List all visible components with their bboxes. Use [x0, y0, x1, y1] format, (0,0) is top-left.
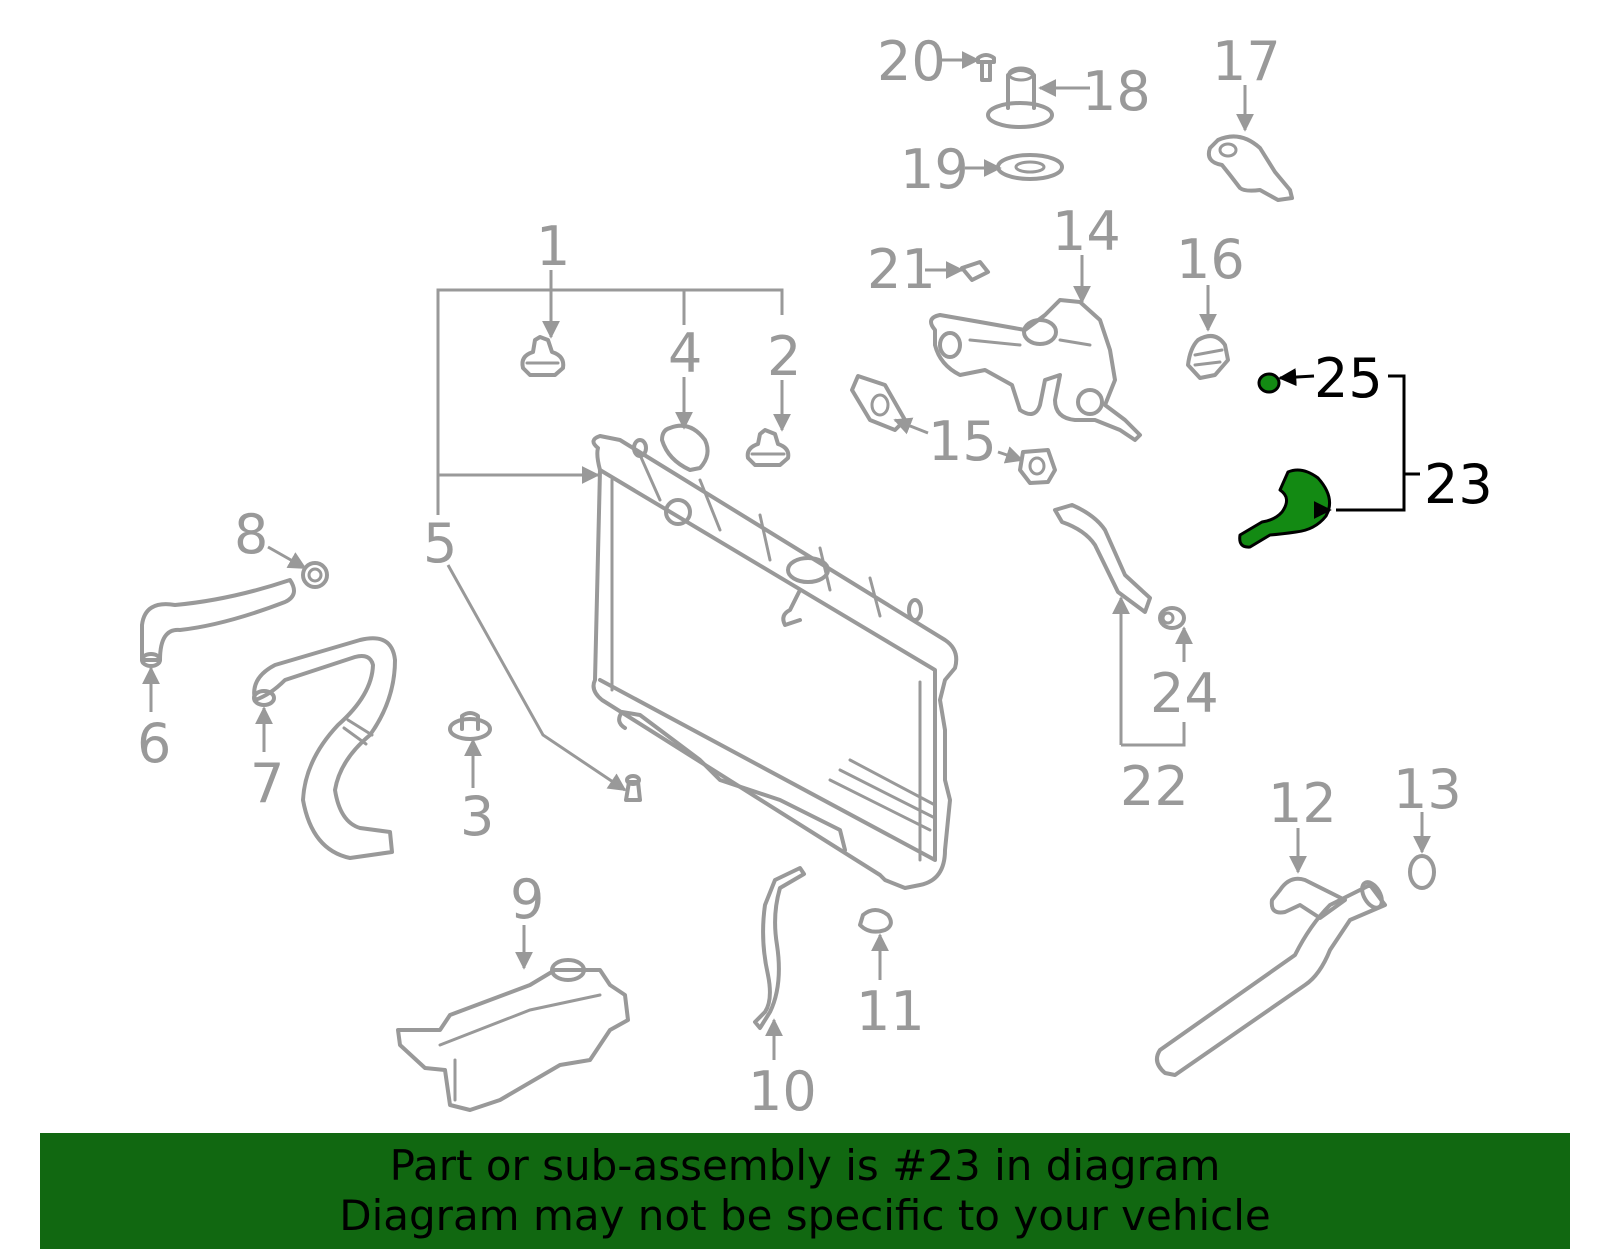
callout-18: 18 [1082, 60, 1151, 123]
thermostat-housing[interactable] [929, 298, 1142, 442]
radiator-pin[interactable] [624, 774, 642, 802]
highlighted-clamp-25[interactable] [1257, 372, 1281, 394]
radiator[interactable] [591, 434, 959, 890]
callout-11: 11 [856, 980, 925, 1043]
callout-17: 17 [1212, 30, 1281, 93]
grommet[interactable] [448, 711, 492, 741]
banner-line-part: Part or sub-assembly is #23 in diagram [389, 1141, 1221, 1190]
callout-labels: 1 2 3 4 5 6 7 8 9 10 11 12 13 14 15 16 1… [137, 30, 1493, 1123]
callout-23[interactable]: 23 [1424, 453, 1493, 516]
lower-hose-6[interactable] [140, 578, 296, 662]
bypass-pipe-22[interactable] [1053, 503, 1152, 614]
upper-mount[interactable] [520, 335, 566, 377]
o-ring-13[interactable] [1408, 854, 1436, 890]
callout-21: 21 [867, 238, 936, 301]
callout-1: 1 [536, 215, 570, 278]
bolt-20[interactable] [976, 53, 996, 82]
callout-8: 8 [234, 503, 268, 566]
callout-3: 3 [460, 785, 494, 848]
upper-mount-2[interactable] [745, 428, 791, 467]
callout-25[interactable]: 25 [1314, 347, 1383, 410]
thermostat[interactable] [1186, 334, 1230, 380]
overflow-hose-10[interactable] [753, 866, 806, 1030]
highlighted-hose-23[interactable] [1238, 468, 1332, 549]
callout-16: 16 [1176, 228, 1245, 291]
callout-10: 10 [748, 1060, 817, 1123]
callout-20: 20 [877, 30, 946, 93]
callout-12: 12 [1268, 772, 1337, 835]
callout-5: 5 [423, 512, 457, 575]
callout-15: 15 [928, 410, 997, 473]
callout-22: 22 [1120, 755, 1189, 818]
bolt-21[interactable] [960, 260, 990, 282]
outlet-gasket[interactable] [996, 153, 1064, 181]
callout-19: 19 [900, 138, 969, 201]
coolant-reservoir[interactable] [396, 958, 630, 1112]
thermostat-cover[interactable] [1206, 134, 1294, 202]
water-outlet[interactable] [986, 66, 1054, 129]
callout-9: 9 [510, 868, 544, 931]
callout-24: 24 [1150, 662, 1219, 725]
water-pipe-12[interactable] [1154, 876, 1387, 1077]
radiator-cap[interactable] [660, 423, 710, 472]
banner-line-disclaimer: Diagram may not be specific to your vehi… [339, 1191, 1271, 1240]
hose-clamp-8[interactable] [301, 561, 329, 589]
callout-4: 4 [668, 322, 702, 385]
upper-hose-7[interactable] [252, 636, 397, 860]
callout-2: 2 [767, 325, 801, 388]
info-banner: Part or sub-assembly is #23 in diagram D… [40, 1133, 1570, 1249]
clip-11[interactable] [858, 908, 893, 934]
gasket-15b[interactable] [1018, 448, 1057, 485]
leader-lines [142, 51, 1431, 1060]
callout-6: 6 [137, 712, 171, 775]
callout-14: 14 [1052, 200, 1121, 263]
hose-24[interactable] [1158, 606, 1186, 630]
callout-7: 7 [250, 752, 284, 815]
callout-13: 13 [1393, 758, 1462, 821]
